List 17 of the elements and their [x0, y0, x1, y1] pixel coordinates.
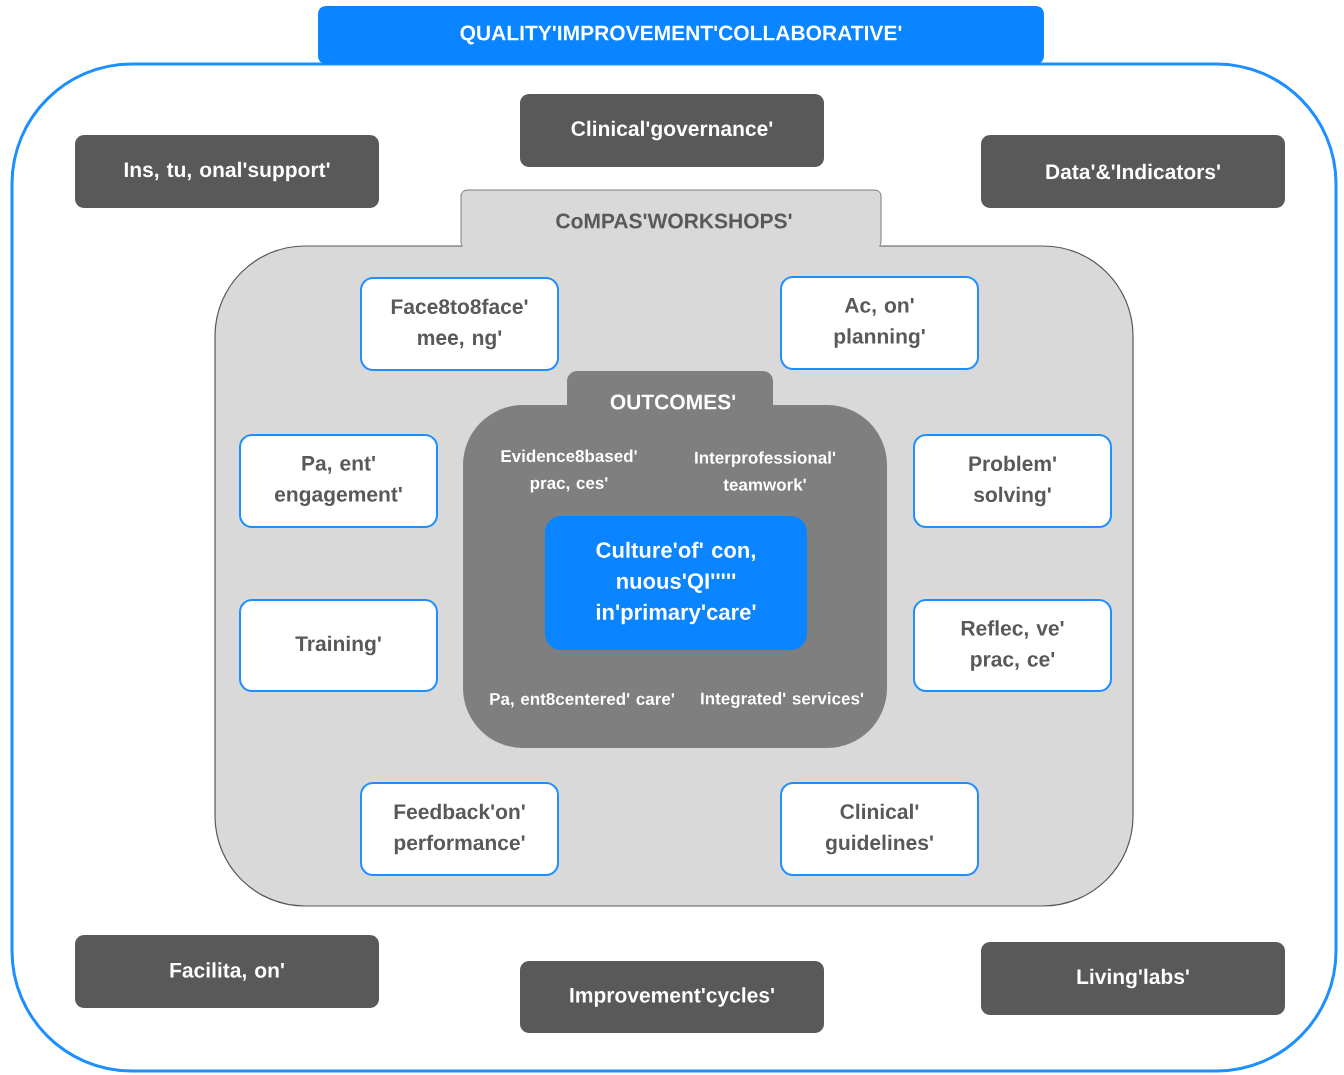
activity-box: Feedback'on' performance': [360, 782, 559, 876]
activity-box: Pa, ent' engagement': [239, 434, 438, 528]
node-label: CoMPAS'WORKSHOPS': [556, 213, 792, 229]
activity-box: Training': [239, 599, 438, 692]
component-box: Clinical'governance': [520, 94, 824, 167]
activity-box: Ac, on' planning': [780, 276, 979, 370]
activity-box: Clinical' guidelines': [780, 782, 979, 876]
component-box: Data'&'Indicators': [981, 135, 1285, 208]
activity-box: Problem' solving': [913, 434, 1112, 528]
activity-box: Reflec, ve' prac, ce': [913, 599, 1112, 692]
component-box: Improvement'cycles': [520, 961, 824, 1033]
component-box: Living'labs': [981, 942, 1285, 1015]
component-box: Ins, tu, onal'support': [75, 135, 379, 208]
activity-box: Face8to8face' mee, ng': [360, 277, 559, 371]
component-box: Facilita, on': [75, 935, 379, 1008]
core-box: Culture'of' con, nuous'QI''''' in'primary'care': [545, 516, 807, 650]
title-tab: QUALITY'IMPROVEMENT'COLLABORATIVE': [318, 6, 1044, 64]
